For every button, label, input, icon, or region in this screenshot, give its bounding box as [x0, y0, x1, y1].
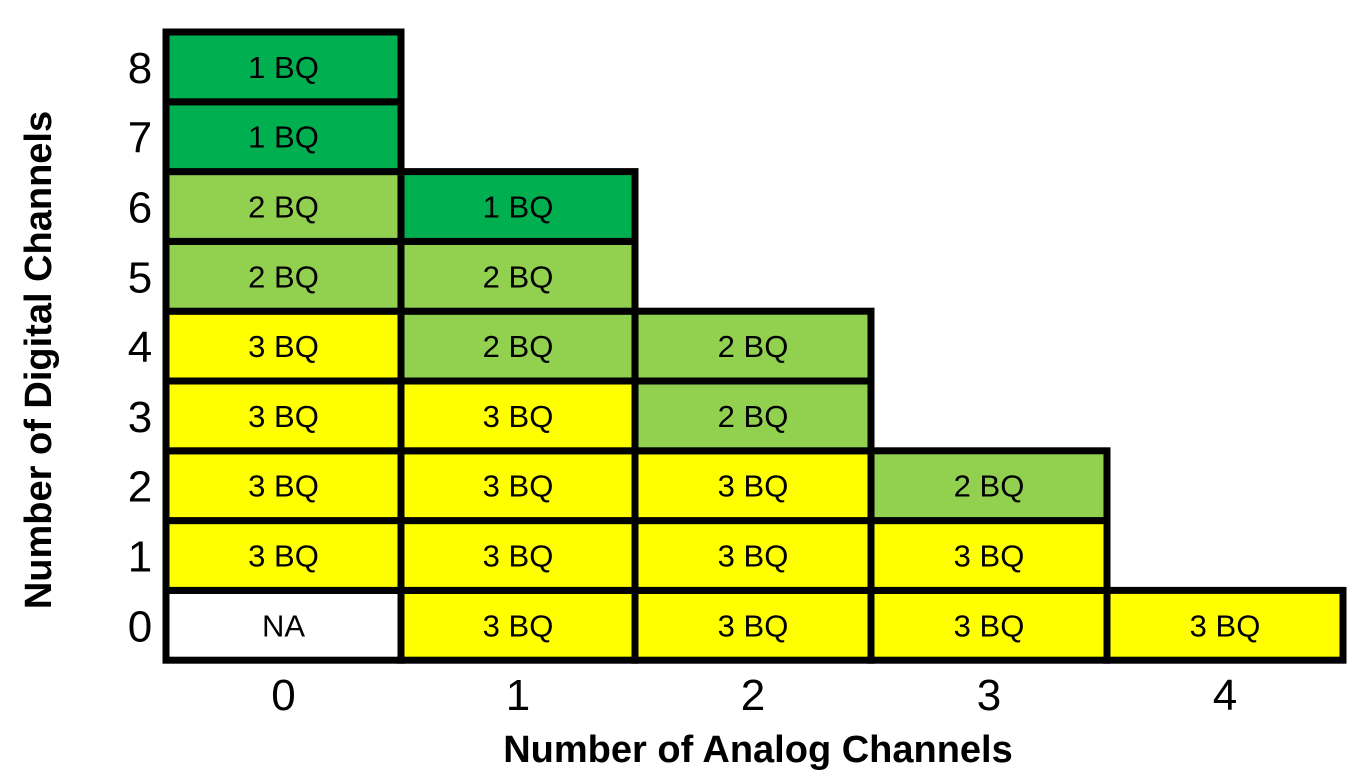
- cell-label: 3 BQ: [954, 608, 1025, 643]
- cell-label: 2 BQ: [954, 469, 1025, 504]
- y-tick-label: 0: [128, 602, 152, 651]
- x-tick-label: 0: [271, 671, 295, 720]
- y-tick-label: 2: [128, 463, 152, 512]
- x-tick-label: 2: [741, 671, 765, 720]
- cell-label: NA: [262, 608, 305, 643]
- cell-a1-d6: [397, 168, 639, 245]
- cell-label: 3 BQ: [718, 469, 789, 504]
- x-tick-label: 1: [506, 671, 530, 720]
- cell-a0-d0: [162, 586, 405, 664]
- cell-label: 3 BQ: [483, 469, 554, 504]
- cell-label: 1 BQ: [248, 120, 319, 155]
- cell-label: 2 BQ: [248, 259, 319, 294]
- cell-a2-d0: [631, 586, 875, 664]
- cell-label: 3 BQ: [248, 329, 319, 364]
- x-tick-label: 3: [977, 671, 1001, 720]
- cell-label: 2 BQ: [483, 329, 554, 364]
- cell-a2-d3: [631, 377, 875, 455]
- cell-label: 2 BQ: [483, 259, 554, 294]
- cell-label: 2 BQ: [248, 190, 319, 225]
- cell-label: 2 BQ: [718, 329, 789, 364]
- y-tick-label: 4: [128, 323, 152, 372]
- cell-label: 3 BQ: [248, 539, 319, 574]
- cell-a1-d5: [397, 237, 639, 315]
- y-tick-label: 7: [128, 114, 152, 163]
- cell-a2-d4: [631, 307, 875, 385]
- y-tick-label: 8: [128, 44, 152, 93]
- cell-label: 3 BQ: [483, 608, 554, 643]
- cell-label: 1 BQ: [483, 190, 554, 225]
- cell-label: 3 BQ: [483, 399, 554, 434]
- cell-label: 3 BQ: [248, 399, 319, 434]
- cell-label: 3 BQ: [718, 608, 789, 643]
- cell-a0-d7: [162, 98, 405, 176]
- y-tick-label: 6: [128, 184, 152, 233]
- y-tick-label: 3: [128, 393, 152, 442]
- x-tick-label: 4: [1213, 671, 1237, 720]
- cells-layer: NA 3 BQ 3 BQ 3 BQ 3 BQ 2 BQ 2 BQ 1 BQ 1 BQ 3 BQ 3 …: [162, 28, 1347, 664]
- y-tick-label: 1: [128, 533, 152, 582]
- cell-label: 3 BQ: [248, 469, 319, 504]
- cell-a0-d8: [162, 28, 405, 106]
- y-axis-title: Number of Digital Channels: [18, 111, 60, 609]
- x-axis-title: Number of Analog Channels: [503, 729, 1013, 771]
- cell-label: 3 BQ: [718, 539, 789, 574]
- y-tick-label: 5: [128, 253, 152, 302]
- cell-a3-d2: [867, 447, 1111, 525]
- cell-a0-d1: [162, 517, 405, 594]
- cell-label: 3 BQ: [483, 539, 554, 574]
- x-axis-ticks: 0 1 2 3 4: [271, 671, 1237, 720]
- y-axis-ticks: 0 1 2 3 4 5 6 7 8: [128, 44, 152, 651]
- cell-a1-d2: [397, 447, 639, 525]
- cell-label: 3 BQ: [1190, 608, 1261, 643]
- cell-label: 1 BQ: [248, 50, 319, 85]
- cell-a4-d0: [1103, 586, 1347, 664]
- cell-label: 2 BQ: [718, 399, 789, 434]
- cell-label: 3 BQ: [954, 539, 1025, 574]
